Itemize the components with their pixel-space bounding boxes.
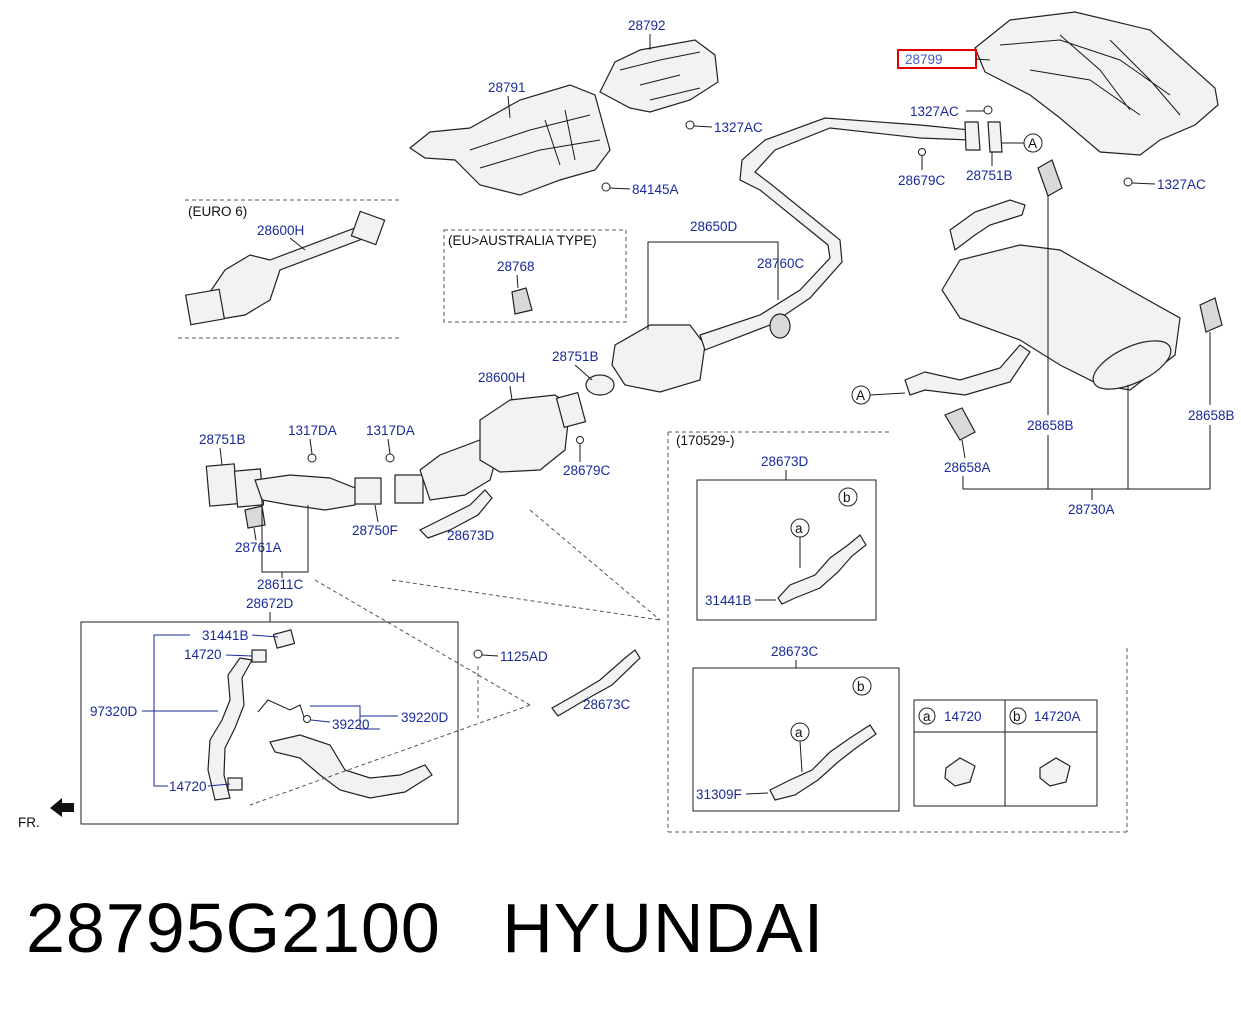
callout-28768: 28768: [497, 259, 535, 274]
hose-kit-box: 28672D 31441B 14720 97320D 14720 39220 3…: [18, 596, 459, 830]
callout-28650d: 28650D: [690, 219, 738, 234]
front-heat-shields: 28792 28791 1327AC 84145A: [408, 18, 763, 197]
callout-28679c-rear: 28679C: [898, 173, 946, 188]
callout-1317da-right: 1317DA: [366, 423, 415, 438]
callout-28658b-right: 28658B: [1188, 408, 1235, 423]
legend-14720a: 14720A: [1034, 709, 1081, 724]
euro6-catalyst: 28600H: [184, 210, 386, 326]
callout-1327ac-front: 1327AC: [714, 120, 763, 135]
callout-97320d: 97320D: [90, 704, 138, 719]
callout-28600h-euro6: 28600H: [257, 223, 304, 238]
front-arrow-icon: [50, 798, 74, 817]
marker-b-box1: b: [843, 490, 851, 505]
callout-28658a: 28658A: [944, 460, 991, 475]
highlighted-part-label[interactable]: 28799: [905, 52, 943, 67]
callout-28611c: 28611C: [257, 577, 304, 592]
rear-heat-shield: 28799: [897, 11, 1219, 156]
date-code-section: (170529-): [667, 431, 1128, 833]
footer-brand: HYUNDAI: [502, 889, 825, 967]
callout-14720-upper: 14720: [184, 647, 222, 662]
callout-39220d: 39220D: [401, 710, 449, 725]
callout-28658b-left: 28658B: [1027, 418, 1074, 433]
euro6-heading: (EURO 6): [188, 204, 247, 219]
date-code-heading: (170529-): [676, 433, 735, 448]
marker-b-box2: b: [857, 679, 865, 694]
callout-31441b-box: 31441B: [202, 628, 249, 643]
callout-28751b-front: 28751B: [199, 432, 246, 447]
callout-28760c: 28760C: [757, 256, 805, 271]
callout-28751b-rear: 28751B: [966, 168, 1013, 183]
callout-28792: 28792: [628, 18, 666, 33]
callout-31309f: 31309F: [696, 787, 742, 802]
eu-australia-heading: (EU>AUSTRALIA TYPE): [448, 233, 597, 248]
rear-muffler: A 28658B 28658B 28658A 28730A: [851, 159, 1235, 517]
center-pipe: 28650D 28760C 28751B 1327AC 28679C 28751…: [552, 104, 1206, 396]
legend-14720: 14720: [944, 709, 982, 724]
callout-84145a: 84145A: [632, 182, 679, 197]
footer-title: 28795G2100 HYUNDAI: [26, 888, 824, 968]
callout-1327ac-rear: 1327AC: [910, 104, 959, 119]
callout-28673d-box: 28673D: [761, 454, 809, 469]
euro6-section: (EURO 6): [178, 199, 400, 339]
callout-28673c-box: 28673C: [771, 644, 819, 659]
callout-28750f: 28750F: [352, 523, 398, 538]
middle-hose: 1125AD 28673C: [473, 649, 641, 717]
callout-28673d-front: 28673D: [447, 528, 495, 543]
marker-a-box1: a: [795, 521, 803, 536]
callout-28730a: 28730A: [1068, 502, 1115, 517]
callout-39220: 39220: [332, 717, 370, 732]
clamp-b-icon: [1039, 757, 1071, 787]
eu-australia-hanger: 28768: [497, 259, 535, 315]
legend-marker-a: a: [923, 709, 931, 724]
dashed-leaders: [249, 509, 661, 806]
callout-1125ad: 1125AD: [500, 649, 548, 664]
callout-28679c-front: 28679C: [563, 463, 611, 478]
clamp-legend: a 14720 b 14720A: [913, 699, 1098, 807]
callout-28791: 28791: [488, 80, 526, 95]
front-direction-label: FR.: [18, 815, 40, 830]
callout-31441b-right: 31441B: [705, 593, 752, 608]
eu-australia-section: (EU>AUSTRALIA TYPE): [443, 229, 627, 323]
hose-28673d-box: 28673D b a 31441B: [696, 454, 877, 621]
marker-a-top: A: [1028, 136, 1037, 151]
callout-28751b-center: 28751B: [552, 349, 599, 364]
hose-28673c-box: 28673C b a 31309F: [692, 644, 900, 812]
callout-28600h-main: 28600H: [478, 370, 525, 385]
marker-a-box2: a: [795, 725, 803, 740]
callout-1317da-left: 1317DA: [288, 423, 337, 438]
callout-28672d: 28672D: [246, 596, 294, 611]
legend-marker-b: b: [1013, 709, 1021, 724]
callout-1327ac-side: 1327AC: [1157, 177, 1206, 192]
front-pipe-assembly: 28600H 28751B 1317DA 1317DA 28679C 28750…: [199, 370, 611, 592]
footer-part-number: 28795G2100: [26, 889, 441, 967]
callout-28761a: 28761A: [235, 540, 282, 555]
callout-28673c-mid: 28673C: [583, 697, 631, 712]
marker-a-mid: A: [856, 388, 865, 403]
clamp-a-icon: [944, 757, 976, 787]
callout-14720-lower: 14720: [169, 779, 207, 794]
